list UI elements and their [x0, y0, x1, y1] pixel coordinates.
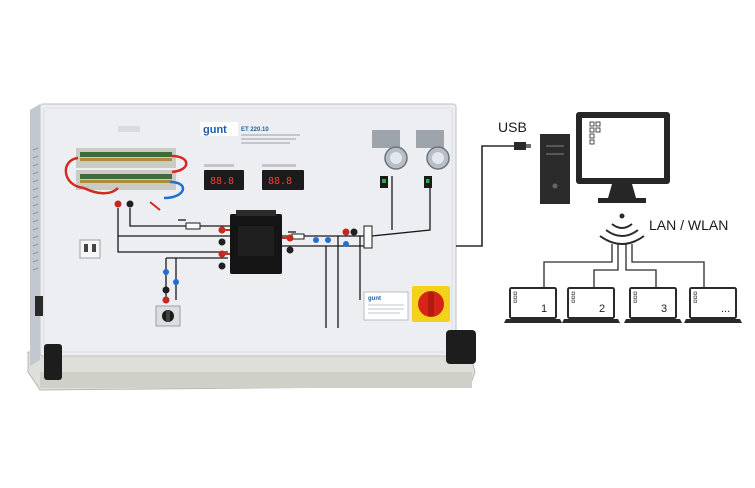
side-panel [30, 104, 40, 366]
svg-text:88.8: 88.8 [210, 176, 234, 187]
lan-wlan-label: LAN / WLAN [649, 217, 728, 233]
trainer-unit: gunt ET 220.10 88.8 88.8 [27, 103, 476, 391]
vent-slots [32, 147, 39, 271]
model-label: ET 220.10 [241, 127, 269, 133]
selector-switch [155, 305, 181, 327]
transformer [230, 210, 282, 274]
svg-text:88.8: 88.8 [268, 176, 292, 187]
svg-text:gunt: gunt [368, 296, 381, 302]
laptop-icon: ... [684, 287, 742, 323]
display-left: 88.8 [204, 170, 244, 190]
display-right: 88.8 [262, 170, 304, 190]
breaker [79, 239, 101, 259]
resistor-bank [76, 148, 176, 190]
laptop-label: 2 [599, 303, 605, 315]
desktop-computer-icon [540, 112, 670, 204]
wire-red-loop-3 [83, 186, 119, 195]
base-plate-front [40, 372, 472, 388]
laptop-label: 3 [661, 303, 667, 315]
usb-cable [456, 145, 514, 247]
laptop-icon: 1 [504, 287, 562, 323]
laptop-icon: 2 [562, 287, 620, 323]
wire-blue-loop [163, 180, 184, 200]
wire-red-loop [64, 156, 85, 190]
lamp-left [372, 130, 408, 188]
data-plate: gunt [363, 291, 409, 321]
terminals [114, 200, 358, 304]
brand-logo: gunt [203, 124, 227, 136]
lamp-right [416, 130, 450, 188]
left-clamp [44, 344, 62, 380]
usb-connector [514, 142, 526, 150]
wire-red-loop-2 [171, 154, 188, 174]
wireless-signal-icon [599, 213, 645, 245]
laptop-label: ... [721, 303, 730, 315]
right-clamp [446, 330, 476, 364]
laptop-label: 1 [541, 303, 547, 315]
usb-label: USB [498, 119, 527, 135]
main-switch [412, 286, 450, 322]
network-lines [543, 244, 705, 288]
laptop-icon: 3 [624, 287, 682, 323]
brand-logo-bg [200, 122, 238, 136]
